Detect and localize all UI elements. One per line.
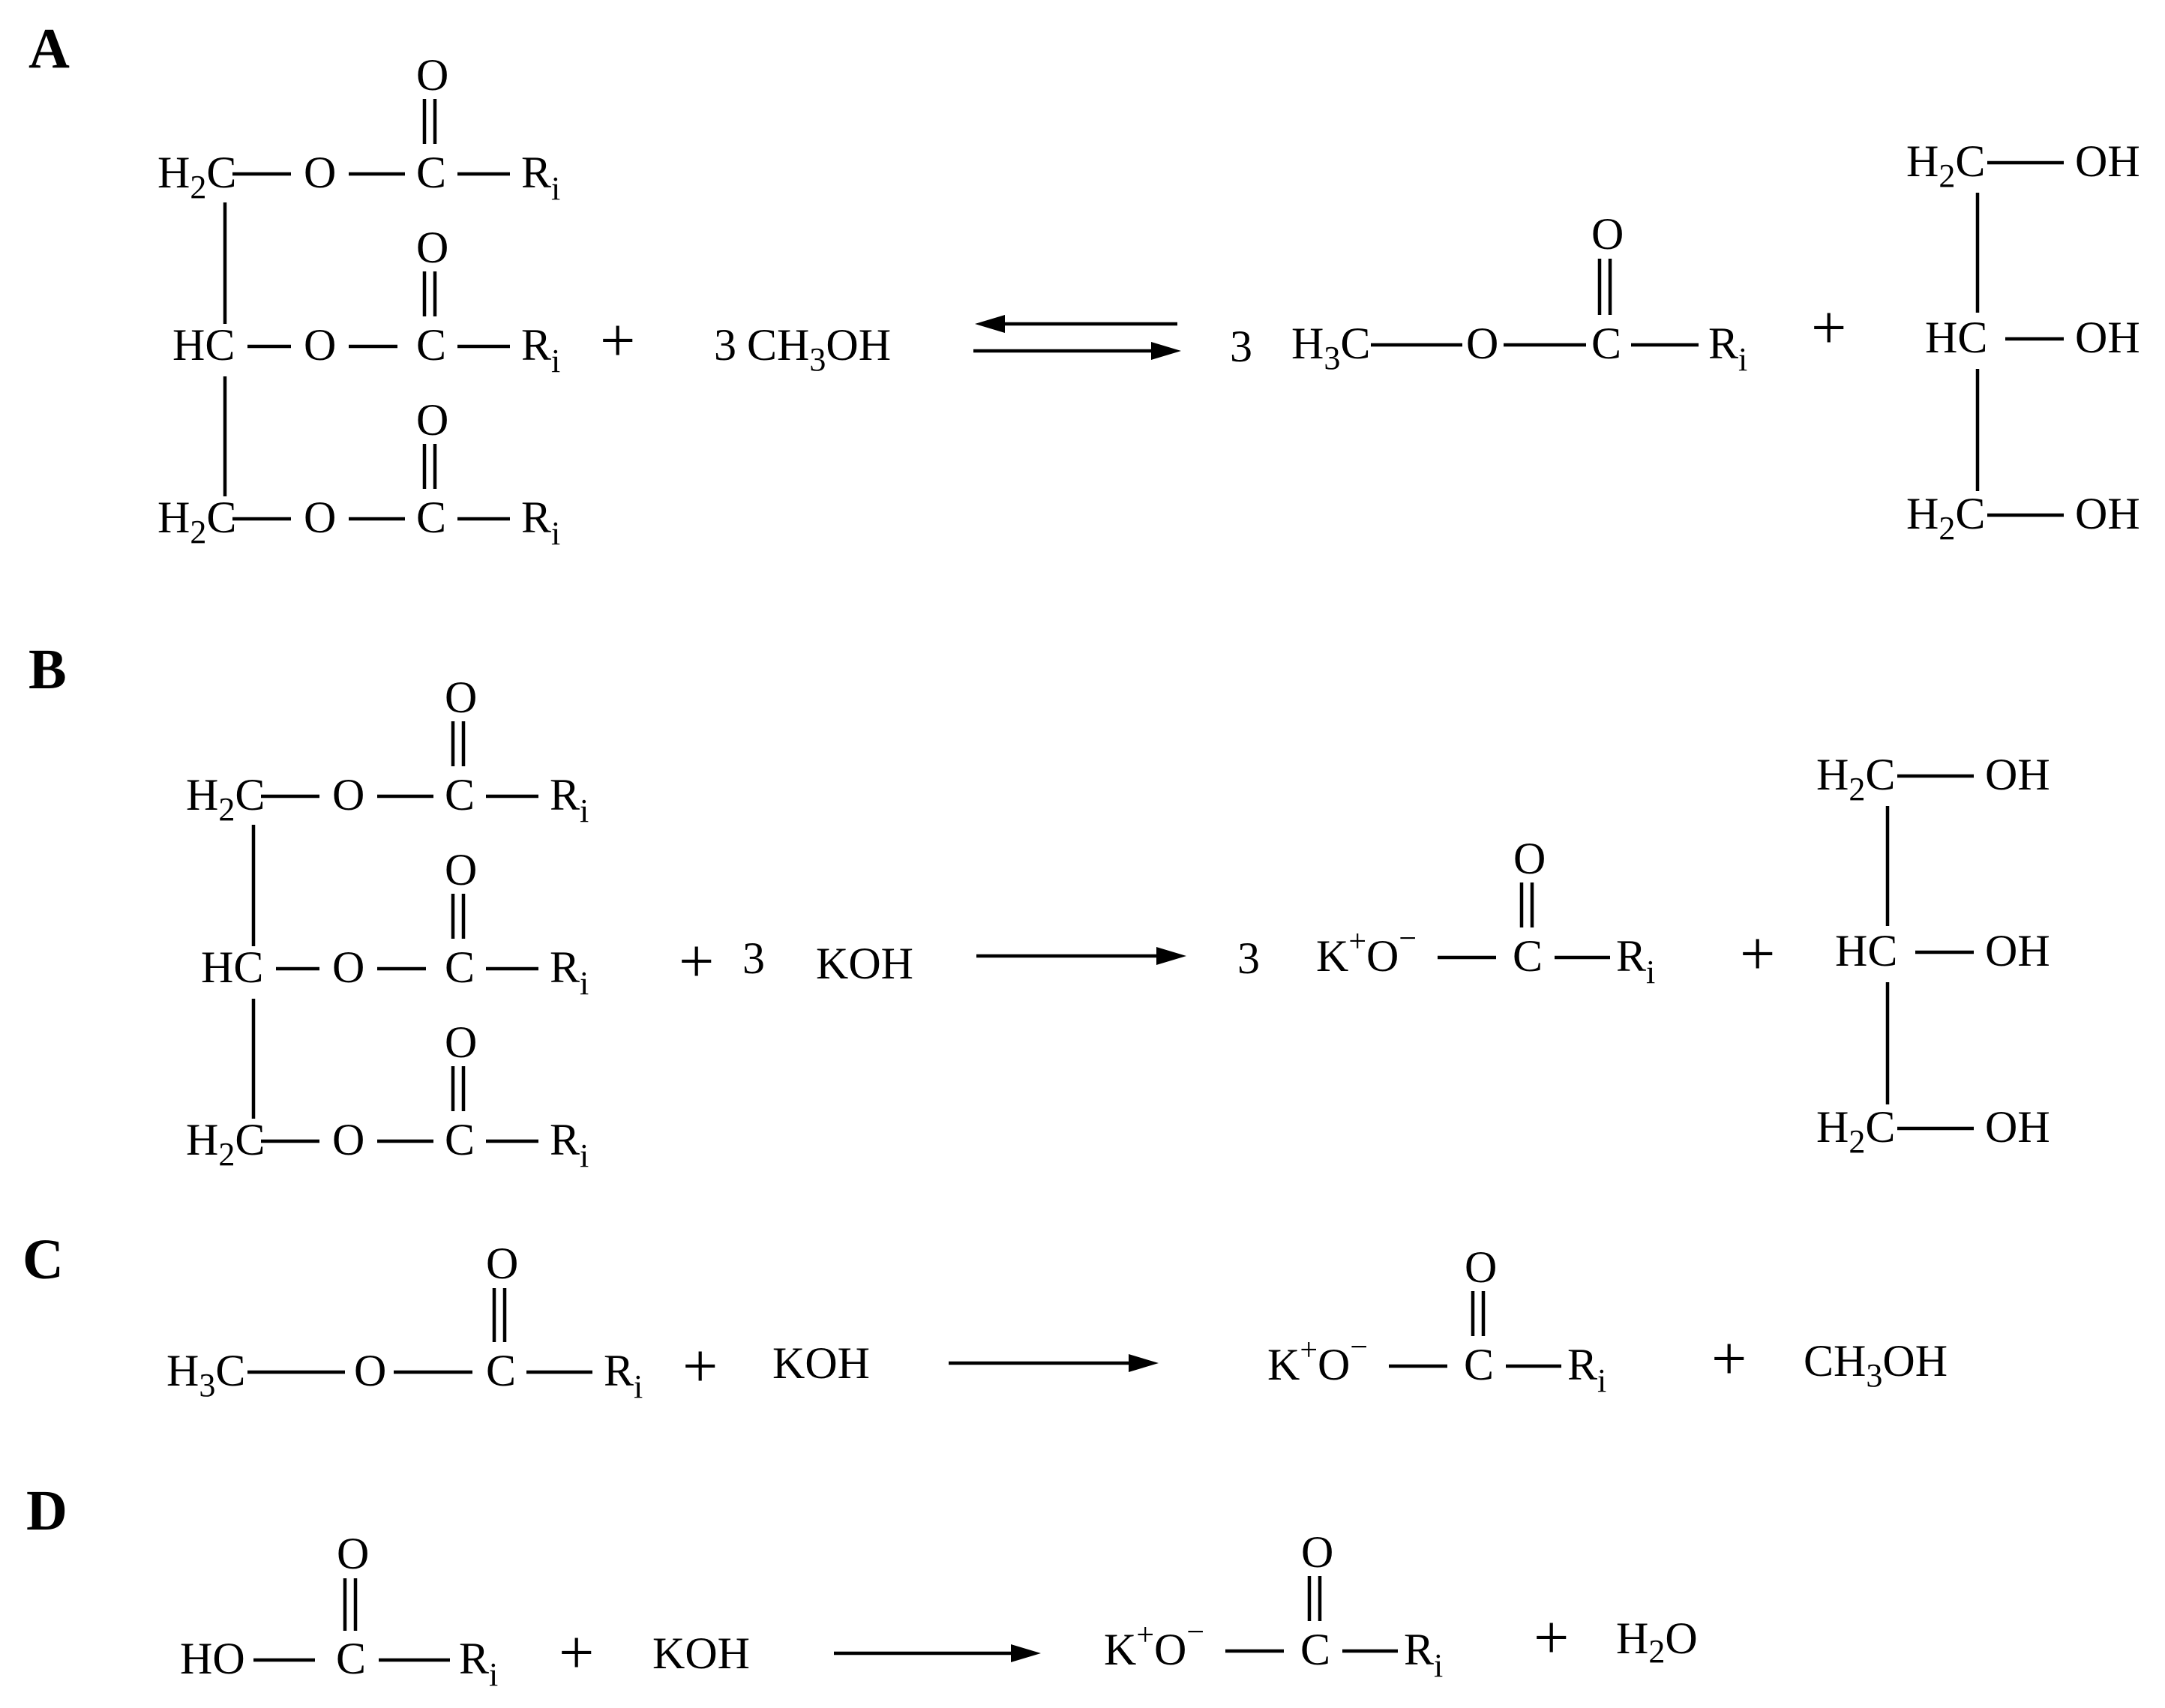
plus-d-2: +: [1534, 1603, 1569, 1673]
plus-b-1: +: [679, 927, 714, 996]
glycerol-b: [1816, 750, 2050, 1160]
coef-a-ester: 3: [1230, 322, 1252, 371]
svg-text:H3C: H3C: [1291, 319, 1370, 376]
equilibrium-arrow: [973, 315, 1181, 360]
panel-d: D HO C Ri O + KOH + H2O: [26, 1479, 1698, 1693]
svg-text:O: O: [1466, 319, 1498, 368]
potassium-carboxylate-d: [1104, 1527, 1443, 1684]
coef-b-koh: 3: [742, 933, 765, 983]
svg-text:O: O: [486, 1239, 518, 1288]
water-d: H2O: [1616, 1614, 1698, 1670]
glycerol-a: [1906, 136, 2140, 547]
svg-text:C: C: [336, 1634, 366, 1683]
panel-label-c: C: [22, 1228, 64, 1291]
methyl-ester-c: H3C O C Ri O: [166, 1239, 643, 1405]
methyl-ester-a: H3C O C Ri O: [1291, 209, 1747, 378]
triglyceride-b: [186, 673, 589, 1174]
koh-b: KOH: [816, 939, 913, 988]
plus-b-2: +: [1740, 919, 1775, 989]
reaction-arrow-b: [976, 947, 1186, 965]
methanol-product-c: CH3OH: [1804, 1336, 1948, 1394]
svg-text:C: C: [486, 1346, 516, 1395]
svg-text:Ri: Ri: [604, 1346, 643, 1405]
panel-b: B + 3 KOH 3 +: [28, 638, 2050, 1174]
koh-d: KOH: [652, 1629, 750, 1678]
svg-text:H3C: H3C: [166, 1346, 245, 1404]
svg-text:O: O: [1591, 209, 1624, 259]
reaction-arrow-d: [834, 1644, 1041, 1662]
svg-text:O: O: [337, 1529, 369, 1578]
reaction-arrow-c: [949, 1354, 1159, 1372]
svg-text:O: O: [354, 1346, 386, 1395]
triglyceride-a: [157, 50, 560, 552]
potassium-carboxylate-c: [1267, 1242, 1606, 1399]
plus-c-1: +: [682, 1332, 718, 1401]
svg-text:HO: HO: [180, 1634, 245, 1683]
coef-b-soap: 3: [1237, 933, 1260, 983]
panel-c: C H3C O C Ri O + KOH + CH3OH: [22, 1228, 1948, 1405]
plus-a-1: +: [600, 306, 635, 376]
svg-text:Ri: Ri: [459, 1634, 498, 1693]
fatty-acid-d: HO C Ri O: [180, 1529, 498, 1693]
svg-text:C: C: [1591, 319, 1621, 368]
panel-label-b: B: [28, 638, 67, 701]
svg-text:Ri: Ri: [1708, 319, 1747, 378]
koh-c: KOH: [772, 1338, 870, 1388]
potassium-carboxylate-b: [1316, 834, 1655, 990]
panel-label-d: D: [26, 1479, 67, 1542]
plus-a-2: +: [1811, 293, 1846, 363]
plus-d-1: +: [559, 1618, 594, 1688]
plus-c-2: +: [1711, 1324, 1747, 1394]
panel-label-a: A: [28, 17, 70, 80]
